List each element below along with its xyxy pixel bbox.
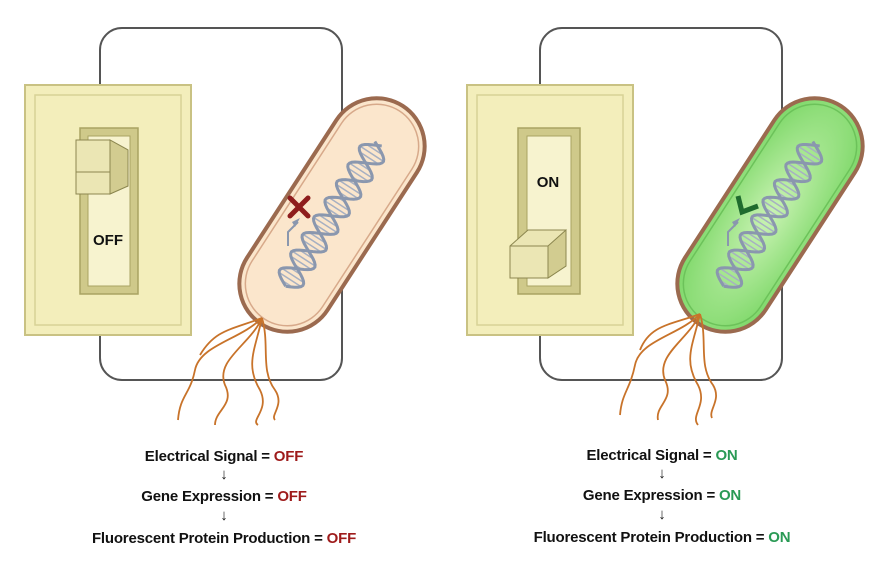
checkmark-icon (735, 195, 759, 216)
state-value: ON (715, 447, 738, 464)
dna-helix (277, 140, 386, 289)
base-pair (773, 183, 797, 200)
base-pair (347, 167, 369, 182)
base-pair (762, 200, 787, 217)
base-pair (359, 145, 384, 163)
dna-strand (723, 142, 820, 289)
light-switch-on (466, 84, 634, 336)
base-pair (359, 151, 379, 165)
caption-label: Fluorescent Protein Production = (533, 529, 769, 546)
state-value: OFF (277, 488, 307, 505)
caption-label: Fluorescent Protein Production = (91, 530, 327, 547)
caption-label: Electrical Signal = (144, 448, 274, 465)
base-pair (324, 200, 349, 217)
base-pair (290, 255, 312, 271)
protein-production-caption: Fluorescent Protein Production = OFF (92, 530, 356, 547)
base-pair (787, 162, 811, 179)
base-pair (328, 196, 350, 212)
base-pair (302, 233, 327, 251)
base-pair (281, 267, 305, 284)
base-pair (318, 214, 338, 228)
base-pair (797, 151, 817, 165)
caption-label: Electrical Signal = (586, 447, 716, 464)
base-pair (308, 231, 326, 244)
base-pair (716, 271, 740, 288)
base-pair (740, 233, 765, 251)
switch-state-label: ON (536, 174, 560, 191)
dna-strand (715, 140, 824, 288)
down-arrow-icon: ↓ (658, 506, 666, 523)
base-pair (756, 214, 776, 228)
promoter-arrow-icon (727, 218, 740, 246)
base-pair (302, 239, 322, 253)
base-pair (338, 179, 362, 196)
gene-expression-caption: Gene Expression = OFF (141, 488, 307, 505)
electrical-signal-caption: Electrical Signal = OFF (144, 448, 304, 465)
base-pair (751, 216, 776, 234)
base-pair (278, 271, 302, 288)
blocked-x-icon (287, 195, 311, 219)
base-pair (785, 167, 807, 182)
base-pair (335, 183, 359, 200)
protein-production-caption: Fluorescent Protein Production = ON (534, 529, 791, 546)
switch-state-label: OFF (93, 232, 123, 249)
left-panel (24, 27, 427, 426)
bacterium-cell-off (237, 96, 427, 334)
light-switch-off (24, 84, 192, 336)
base-pair (797, 145, 822, 163)
right-panel (466, 27, 865, 426)
down-arrow-icon: ↓ (658, 465, 666, 482)
dna-strand (277, 140, 386, 288)
down-arrow-icon: ↓ (220, 466, 228, 483)
promoter-arrow-icon (287, 218, 300, 246)
state-value: ON (768, 529, 791, 546)
base-pair (291, 250, 316, 267)
gene-expression-caption: Gene Expression = ON (583, 487, 741, 504)
dna-helix (715, 140, 824, 289)
base-pair (804, 143, 821, 156)
state-value: OFF (326, 530, 357, 547)
state-value: ON (718, 487, 742, 504)
base-pair (766, 196, 788, 212)
flagella (177, 317, 280, 426)
base-pair (740, 239, 760, 253)
bacterium-cell-on (675, 96, 865, 334)
down-arrow-icon: ↓ (220, 507, 228, 524)
base-pair (728, 255, 750, 271)
base-pair (752, 223, 770, 236)
base-pair (719, 267, 743, 284)
base-pair (314, 223, 332, 236)
caption-label: Gene Expression = (582, 487, 719, 504)
flagella (619, 313, 717, 426)
dna-strand (285, 142, 382, 289)
electrical-signal-caption: Electrical Signal = ON (586, 447, 737, 464)
state-value: OFF (273, 448, 304, 465)
base-pair (349, 162, 373, 179)
base-pair (366, 143, 383, 156)
base-pair (746, 231, 764, 244)
base-pair (729, 250, 754, 267)
caption-label: Gene Expression = (141, 488, 278, 505)
base-pair (313, 216, 338, 234)
base-pair (776, 179, 800, 196)
